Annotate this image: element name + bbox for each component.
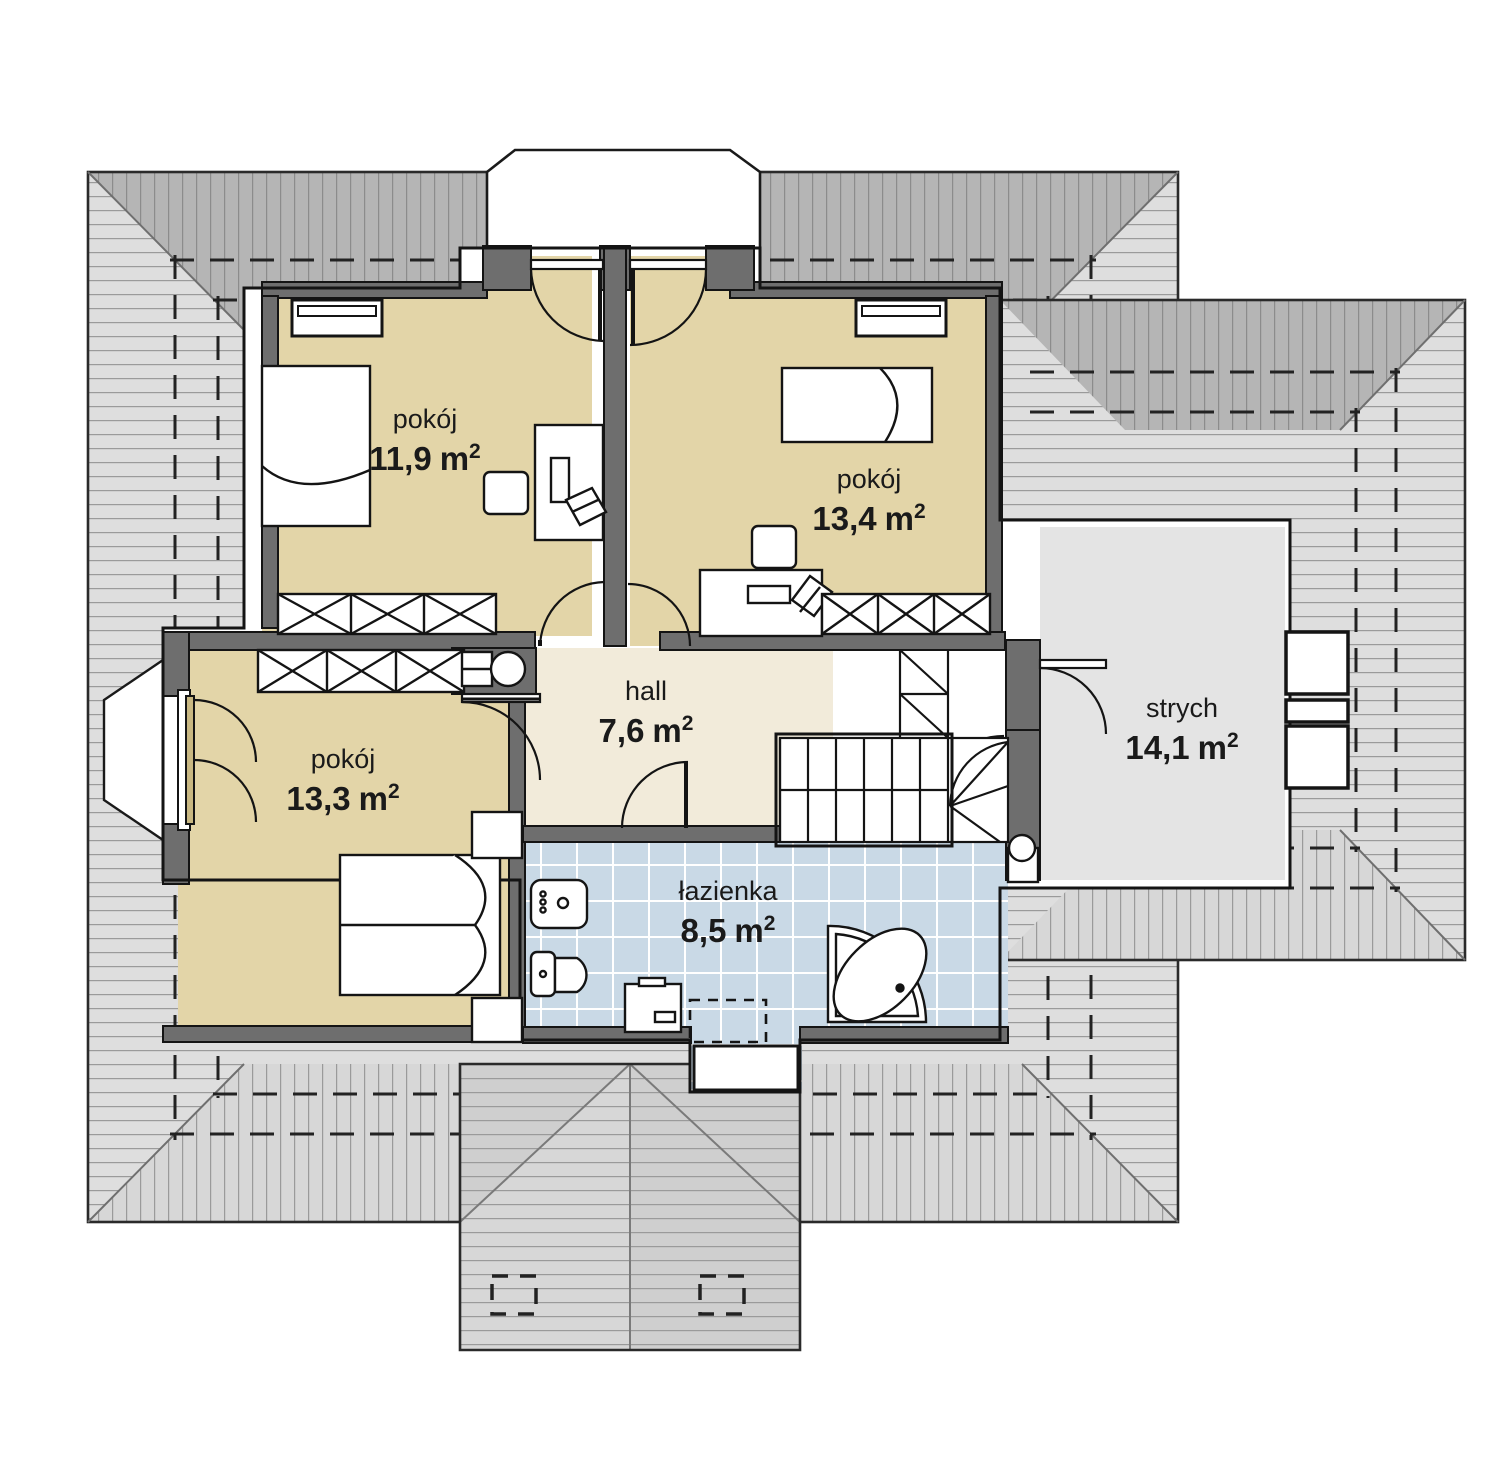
door-balcony-right <box>628 258 708 347</box>
room-area: 13,3 <box>286 780 350 817</box>
svg-text:13,3m2: 13,3m2 <box>286 780 399 817</box>
room-unit: m <box>885 500 914 537</box>
room-area: 11,9 <box>369 440 431 477</box>
room-area: 13,4 <box>812 500 877 537</box>
staircase <box>774 649 1010 848</box>
room-exp: 2 <box>682 712 694 735</box>
wardrobe-pokoj133 <box>256 648 466 694</box>
room-area: 14,1 <box>1125 729 1189 766</box>
room-name: pokój <box>393 404 458 434</box>
door-balcony-left <box>529 258 605 343</box>
wall-outlines <box>161 246 1292 1094</box>
wardrobe-pokoj119 <box>276 592 498 636</box>
bed-pokoj119 <box>260 364 372 528</box>
svg-text:14,1m2: 14,1m2 <box>1125 729 1238 766</box>
window-dormer-left <box>290 298 384 338</box>
window-attic-lower <box>1284 724 1350 790</box>
svg-text:13,4m2: 13,4m2 <box>812 500 925 537</box>
door-balcony-left-wing <box>185 695 258 825</box>
door-hall-bathroom <box>620 760 689 829</box>
svg-text:8,5m2: 8,5m2 <box>681 912 776 949</box>
room-area: 7,6 <box>599 712 645 749</box>
room-name: pokój <box>311 744 376 774</box>
window-attic-upper <box>1284 630 1350 696</box>
room-exp: 2 <box>388 780 400 803</box>
svg-text:11,9m2: 11,9m2 <box>369 440 480 477</box>
room-unit: m <box>359 780 388 817</box>
door-pokoj133-hall <box>460 692 542 781</box>
door-pokoj134-hall <box>627 582 692 647</box>
bed-pokoj133 <box>338 853 502 997</box>
nightstand-pokoj133-lower <box>470 996 524 1044</box>
room-name: pokój <box>837 464 902 494</box>
room-fill-strych <box>1040 527 1285 880</box>
doors[interactable] <box>185 258 1108 829</box>
room-name: strych <box>1146 693 1218 723</box>
room-exp: 2 <box>764 912 776 935</box>
room-unit: m <box>1198 729 1227 766</box>
window-attic-middle <box>1284 698 1350 724</box>
svg-text:7,6m2: 7,6m2 <box>599 712 694 749</box>
window-dormer-right <box>854 298 948 338</box>
nightstand-pokoj119 <box>482 470 530 516</box>
desk-pokoj134 <box>698 568 834 638</box>
nightstand-pokoj133-upper <box>470 810 524 860</box>
shower-niche <box>688 998 768 1044</box>
room-exp: 2 <box>914 500 926 523</box>
room-name: hall <box>625 676 667 706</box>
room-exp: 2 <box>1227 729 1239 752</box>
wardrobe-pokoj134 <box>820 592 992 636</box>
room-area: 8,5 <box>681 912 727 949</box>
room-name: łazienka <box>678 876 778 906</box>
roof-porch-gable <box>458 1062 802 1352</box>
windows[interactable] <box>290 298 1350 1092</box>
nightstand-pokoj134 <box>750 524 798 570</box>
room-unit: m <box>734 912 763 949</box>
furniture <box>256 364 1040 1044</box>
wall-pier <box>482 245 532 291</box>
bathtub-corner <box>826 924 928 1024</box>
washbasin-bathroom <box>529 878 589 930</box>
toilet-bathroom <box>529 950 588 998</box>
desk-pokoj119 <box>533 423 608 542</box>
window-bathroom <box>692 1044 800 1092</box>
room-unit: m <box>652 712 681 749</box>
room-unit: m <box>440 440 469 477</box>
room-fill-lazienka <box>523 838 1008 1043</box>
door-strych <box>1038 658 1108 735</box>
washbasin-niche-hall <box>460 650 527 688</box>
cabinet-bathroom <box>623 976 683 1034</box>
wall-pier <box>705 245 755 291</box>
fixture-attic-wall <box>1006 833 1040 884</box>
room-exp: 2 <box>469 440 481 463</box>
bed-pokoj134 <box>780 366 934 444</box>
door-pokoj119-hall <box>538 580 605 647</box>
